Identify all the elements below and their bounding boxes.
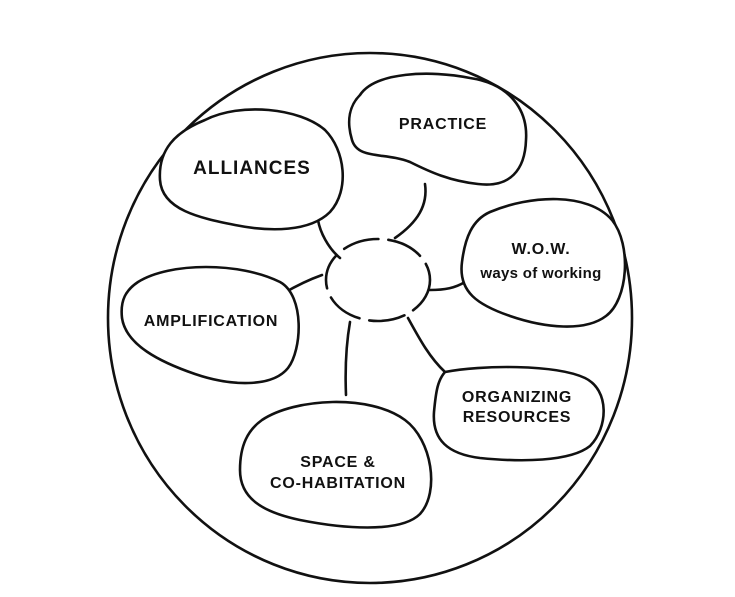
node-organizing-resources: ORGANIZING RESOURCES	[432, 365, 605, 462]
wow-title: W.O.W.	[511, 241, 570, 258]
connector-space	[344, 320, 352, 397]
space-line1: SPACE &	[300, 454, 376, 471]
alliances-label: ALLIANCES	[193, 158, 311, 179]
space-line2: CO-HABITATION	[270, 475, 406, 492]
organizing-line2: RESOURCES	[463, 409, 572, 426]
connector-organizing	[406, 316, 447, 374]
node-practice: PRACTICE	[347, 72, 528, 186]
connector-alliances	[316, 218, 342, 260]
node-space-cohabitation: SPACE & CO-HABITATION	[238, 400, 433, 529]
node-alliances: ALLIANCES	[158, 108, 344, 231]
amplification-label: AMPLIFICATION	[144, 313, 279, 330]
organizing-line1: ORGANIZING	[462, 389, 572, 406]
wow-subtitle: ways of working	[479, 265, 601, 282]
node-wow: W.O.W. ways of working	[460, 197, 627, 328]
central-hub	[324, 237, 432, 323]
outer-circle	[106, 51, 634, 585]
connector-practice	[393, 182, 427, 240]
connector-wow	[428, 280, 467, 292]
practice-label: PRACTICE	[399, 116, 487, 133]
node-amplification: AMPLIFICATION	[120, 265, 300, 385]
